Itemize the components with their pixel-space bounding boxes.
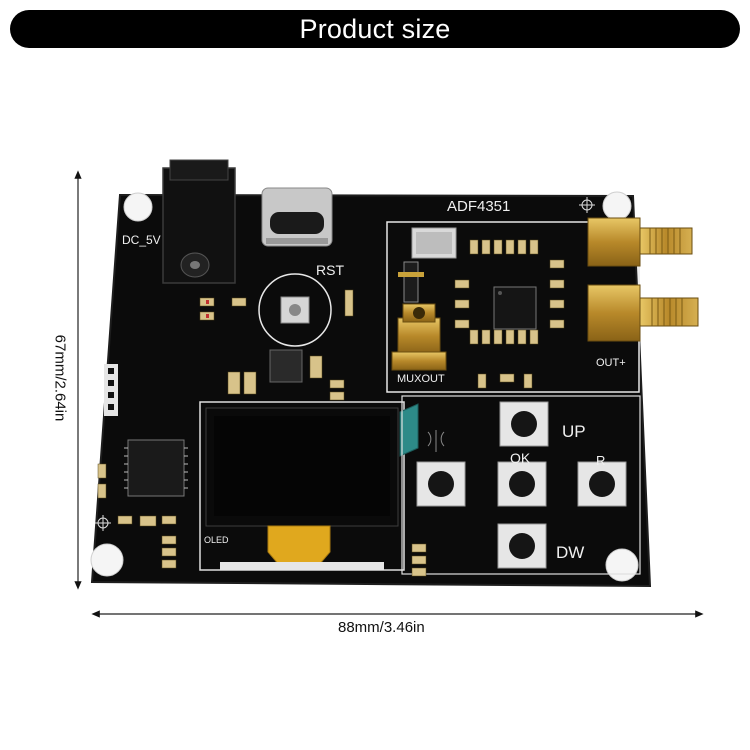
jumper-header — [403, 261, 419, 303]
standoff — [605, 548, 639, 582]
button-ok — [497, 461, 547, 507]
reset-label: RST — [316, 262, 344, 278]
chip-label: ADF4351 — [447, 198, 511, 215]
out-sma-connector-1 — [587, 217, 693, 267]
out-label: OUT+ — [596, 357, 626, 369]
button-up-label: UP — [562, 422, 586, 441]
oled-label: OLED — [204, 535, 229, 545]
inductor — [269, 349, 303, 383]
button-down — [497, 523, 547, 569]
button-ok-label: OK — [510, 450, 531, 466]
antenna-symbol — [427, 430, 445, 452]
power-label: DC_5V — [122, 233, 161, 247]
swd-header — [104, 364, 118, 416]
button-down-label: DW — [556, 543, 585, 562]
standoff — [123, 192, 153, 222]
width-dimension-label: 88mm/3.46in — [338, 619, 425, 636]
standoff — [90, 543, 124, 577]
page-title: Product size — [299, 13, 451, 44]
teal-fpc-connector — [399, 403, 419, 457]
button-zone-outline — [401, 395, 641, 575]
standoff — [602, 191, 632, 221]
button-left — [416, 461, 466, 507]
muxout-sma-connector — [391, 303, 447, 371]
fiducial-mark — [95, 197, 595, 531]
button-right-label: R — [596, 453, 606, 468]
muxout-label: MUXOUT — [397, 373, 445, 385]
button-right — [577, 461, 627, 507]
reset-button-outline — [258, 273, 332, 347]
oled-ribbon-cable — [267, 525, 331, 567]
reset-button — [280, 296, 310, 324]
header-banner: Product size — [10, 10, 740, 48]
height-dimension-label: 67mm/2.64in — [51, 334, 69, 422]
mcu-chip — [127, 439, 185, 497]
out-sma-connector-2 — [587, 284, 699, 342]
button-up — [499, 401, 549, 447]
